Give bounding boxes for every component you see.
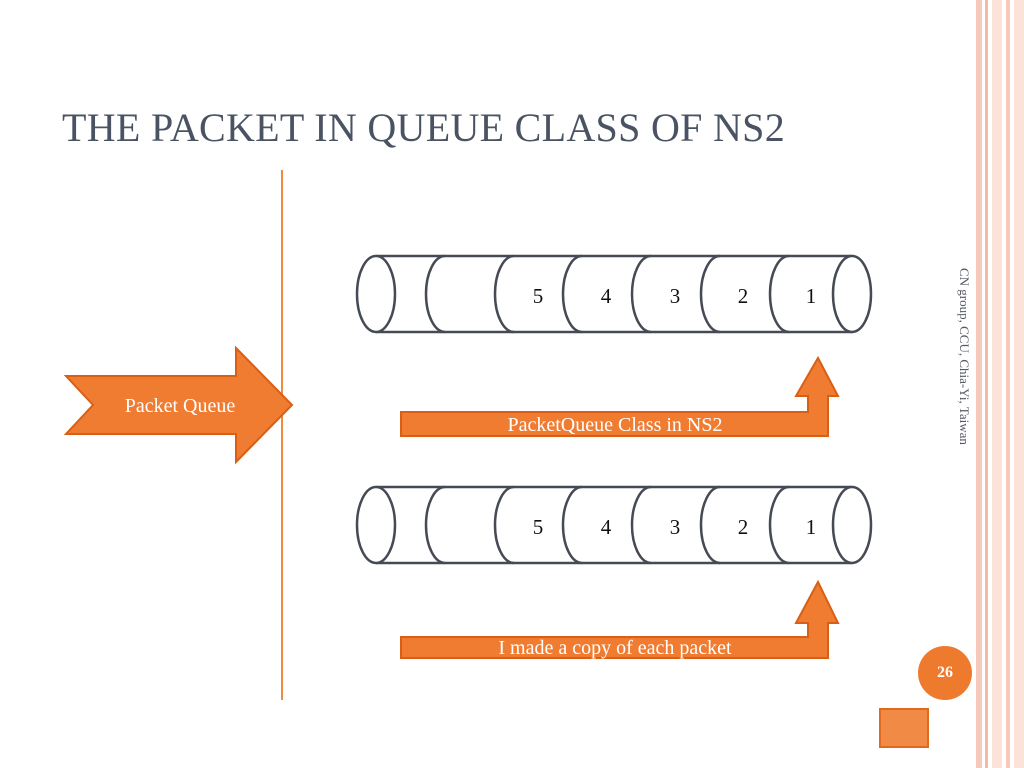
bent-arrow-bottom — [400, 579, 840, 659]
decor-stripe — [1006, 0, 1010, 768]
arrow-top-label: PacketQueue Class in NS2 — [507, 414, 723, 436]
decor-stripe — [992, 0, 1002, 768]
queue-bottom-packet: 5 — [532, 515, 544, 539]
packet-queue-arrow — [63, 345, 294, 465]
page-title: THE PACKET IN QUEUE CLASS OF NS2 — [62, 105, 786, 150]
decor-stripe — [976, 0, 982, 768]
side-caption: CN group, CCU, Chia-Yi, Taiwan — [957, 268, 972, 445]
queue-bottom-packet: 3 — [669, 515, 681, 539]
bent-arrow-top — [400, 355, 840, 437]
page-number-badge: 26 — [918, 646, 972, 700]
queue-top-packet: 2 — [737, 284, 749, 308]
decor-stripe — [985, 0, 988, 768]
decor-stripe — [1014, 0, 1024, 768]
queue-top-packet: 5 — [532, 284, 544, 308]
queue-top-packet: 1 — [805, 284, 817, 308]
queue-top-packet: 3 — [669, 284, 681, 308]
queue-top-packet: 4 — [600, 284, 612, 308]
arrow-bottom-label: I made a copy of each packet — [498, 637, 732, 659]
queue-bottom-packet: 4 — [600, 515, 612, 539]
packet-queue-label: Packet Queue — [124, 395, 236, 417]
corner-decor-square — [879, 708, 929, 748]
queue-top — [355, 254, 873, 334]
queue-bottom-packet: 2 — [737, 515, 749, 539]
queue-bottom — [355, 485, 873, 565]
divider-line — [281, 170, 283, 700]
queue-bottom-packet: 1 — [805, 515, 817, 539]
